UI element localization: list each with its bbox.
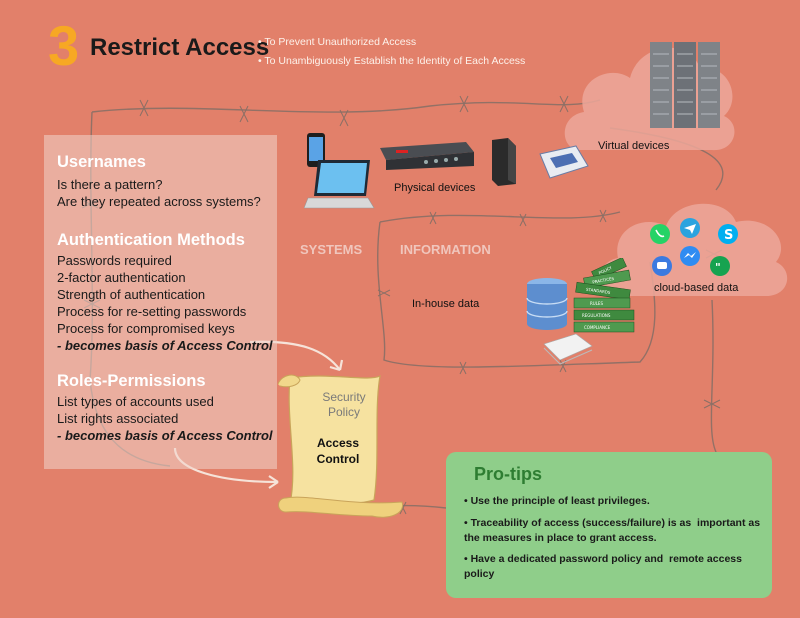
skype-icon [718, 224, 738, 244]
modem-icon [492, 138, 516, 186]
book-2 [583, 269, 631, 289]
book-5 [573, 309, 635, 321]
usernames-heading: Usernames [57, 153, 146, 171]
roles-heading: Roles-Permissions [57, 372, 206, 390]
book-label-2: PRACTICES [592, 276, 615, 285]
book-label-6: COMPLIANCE [584, 325, 611, 330]
roles-line-2: List rights associated [57, 411, 179, 426]
usernames-line-2: Are they repeated across systems? [57, 194, 261, 209]
papers-icon [543, 333, 593, 365]
scroll-line-policy: Policy [327, 405, 360, 419]
auth-line-4: Process for re-setting passwords [57, 304, 247, 319]
scroll-line-access: Access [316, 436, 360, 450]
protip-2: • Traceability of access (success/failur… [464, 517, 761, 544]
book-label-1: POLICY [598, 265, 613, 276]
laptop-icon [304, 160, 375, 209]
label-virtual-devices: Virtual devices [598, 140, 670, 152]
category-systems: SYSTEMS [300, 242, 363, 257]
label-physical-devices: Physical devices [394, 182, 476, 194]
phone-icon [307, 133, 325, 167]
book-label-4: RULES [590, 301, 603, 306]
cloud-app-icons: S " [650, 218, 738, 276]
header-bullet-1: • To Prevent Unauthorized Access [258, 36, 417, 48]
policy-scroll-icon [277, 374, 404, 518]
server-rack-icon [650, 42, 720, 128]
book-6 [573, 321, 635, 333]
books-stack-icon: POLICY PRACTICES STANDARDS RULES REGULAT… [573, 258, 635, 333]
roles-note: - becomes basis of Access Control [57, 428, 273, 443]
router-icon [380, 142, 474, 170]
scroll-line-security: Security [322, 390, 366, 404]
book-3 [575, 282, 631, 300]
header-bullet-2: • To Unambiguously Establish the Identit… [258, 55, 526, 67]
protip-1: • Use the principle of least privileges. [464, 495, 650, 507]
access-criteria-panel: Usernames Is there a pattern? Are they r… [44, 135, 277, 469]
hangouts-icon [710, 256, 730, 276]
auth-line-5: Process for compromised keys [57, 321, 235, 336]
auth-note: - becomes basis of Access Control [57, 338, 273, 353]
auth-line-1: Passwords required [57, 253, 172, 268]
auth-heading: Authentication Methods [57, 231, 245, 249]
auth-line-3: Strength of authentication [57, 287, 206, 302]
page-title: Restrict Access [90, 34, 270, 61]
label-inhouse-data: In-house data [412, 298, 480, 310]
book-label-5: REGULATIONS [582, 313, 611, 318]
database-icon [526, 278, 568, 330]
whatsapp-icon [650, 224, 670, 244]
inner-barbed-wire [377, 211, 656, 368]
protips-box: Pro-tips • Use the principle of least pr… [446, 452, 772, 598]
label-cloud-data: cloud-based data [654, 282, 739, 294]
book-4 [573, 297, 631, 309]
book-label-3: STANDARDS [586, 287, 611, 295]
roles-line-1: List types of accounts used [57, 394, 214, 409]
step-number: 3 [48, 14, 80, 77]
usernames-line-1: Is there a pattern? [57, 177, 163, 192]
auth-line-2: 2-factor authentication [57, 270, 186, 285]
keypad-device-icon [539, 145, 589, 179]
protips-title: Pro-tips [474, 464, 543, 484]
svg-text:": " [715, 261, 721, 274]
category-information: INFORMATION [400, 242, 491, 257]
svg-text:S: S [724, 228, 733, 243]
protip-3: • Have a dedicated password policy and r… [464, 553, 742, 580]
scroll-line-control: Control [316, 452, 360, 466]
